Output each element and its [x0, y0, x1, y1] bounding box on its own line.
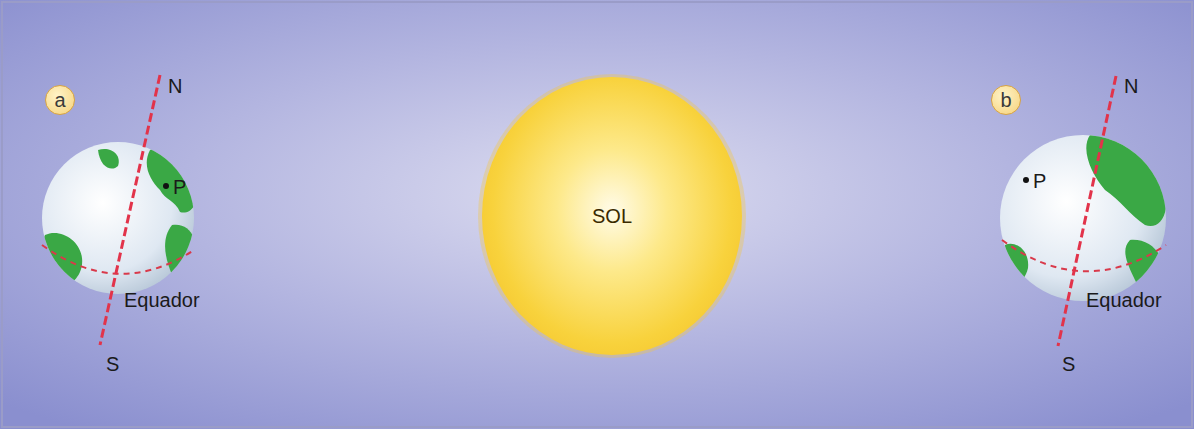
equator-label: Equador	[124, 290, 200, 310]
pole-label: N	[168, 76, 182, 96]
sun-label: SOL	[592, 206, 632, 226]
equator-label: Equador	[1086, 290, 1162, 310]
earth-b	[1000, 76, 1167, 346]
pole-label: S	[106, 354, 119, 374]
panel-badge: b	[991, 85, 1021, 115]
sun-disc: SOL	[482, 77, 742, 355]
panel-badge: a	[45, 85, 75, 115]
panel-letter: b	[1000, 90, 1011, 110]
sun-glow	[478, 74, 746, 358]
point-label: P	[173, 177, 186, 197]
pole-label: S	[1062, 354, 1075, 374]
panel-letter: a	[54, 90, 65, 110]
pole-label: N	[1124, 76, 1138, 96]
point-label: P	[1033, 171, 1046, 191]
